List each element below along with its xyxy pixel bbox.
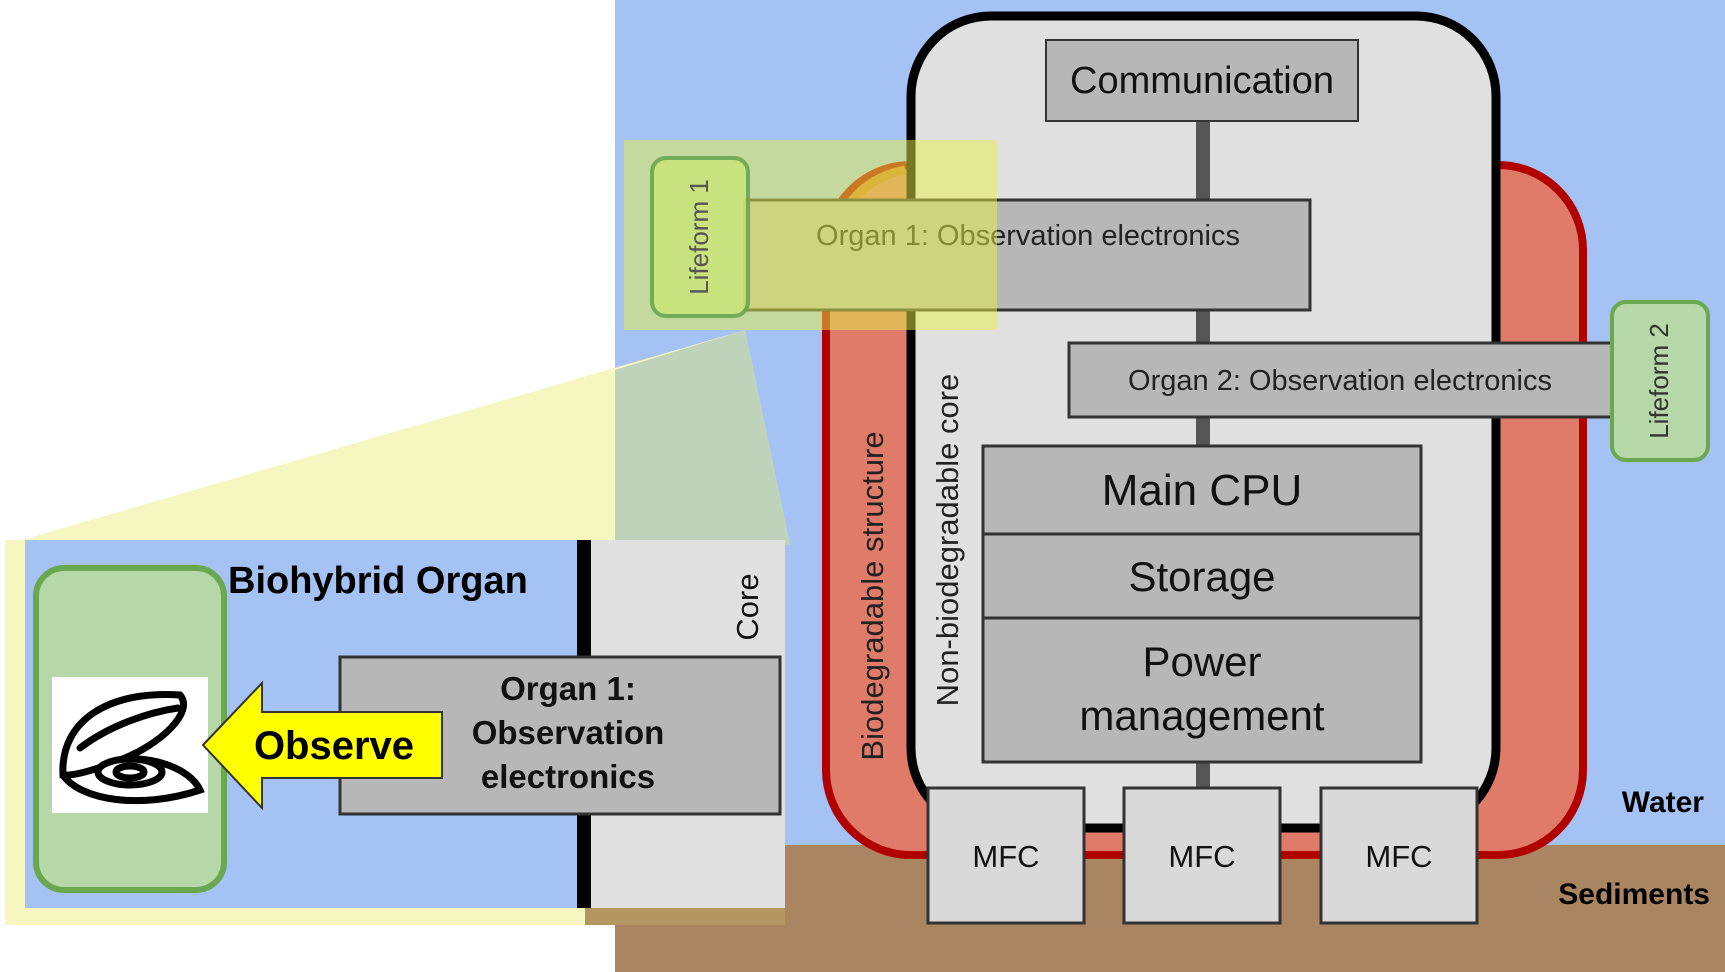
communication-box	[1045, 39, 1359, 122]
main-cpu-label: Main CPU	[1102, 466, 1303, 515]
mfc-label-2: MFC	[1168, 839, 1235, 874]
non-biodegradable-core-label: Non-biodegradable core	[930, 374, 965, 707]
observe-label: Observe	[254, 724, 414, 768]
lifeform1-label: Lifeform 1	[684, 179, 714, 295]
power-label-line1: Power	[1142, 638, 1261, 685]
inset-sediment-strip	[585, 908, 785, 925]
mfc-label-3: MFC	[1365, 839, 1432, 874]
zoom-connector	[5, 330, 790, 545]
communication-label: Communication	[1070, 60, 1334, 102]
lifeform2-label: Lifeform 2	[1644, 323, 1674, 439]
inset-core-label: Core	[730, 573, 765, 640]
observe-arrow-icon	[201, 680, 443, 811]
inset-organ1-line1: Organ 1:	[500, 670, 636, 707]
inset-organ1-line3: electronics	[481, 758, 655, 795]
sediments-label: Sediments	[1558, 878, 1710, 911]
zoom-connector-overlap	[615, 330, 790, 545]
mfc-box-1	[926, 786, 1086, 925]
water-label: Water	[1622, 786, 1705, 819]
storage-label: Storage	[1128, 553, 1275, 600]
organ2-label: Organ 2: Observation electronics	[1128, 365, 1552, 397]
biohybrid-organ-title: Biohybrid Organ	[228, 560, 528, 602]
lifeform2-box	[1610, 300, 1710, 462]
power-management-box	[981, 616, 1423, 764]
organ2-box	[1067, 341, 1616, 419]
mfc-label-1: MFC	[972, 839, 1039, 874]
inset-organ1-line2: Observation	[472, 714, 665, 751]
lifeform1-box	[650, 156, 750, 318]
biodegradable-structure-label: Biodegradable structure	[855, 431, 890, 760]
mfc-box-3	[1319, 786, 1479, 925]
power-label-line2: management	[1079, 692, 1324, 739]
mussel-icon	[59, 690, 205, 805]
mfc-box-2	[1122, 786, 1282, 925]
